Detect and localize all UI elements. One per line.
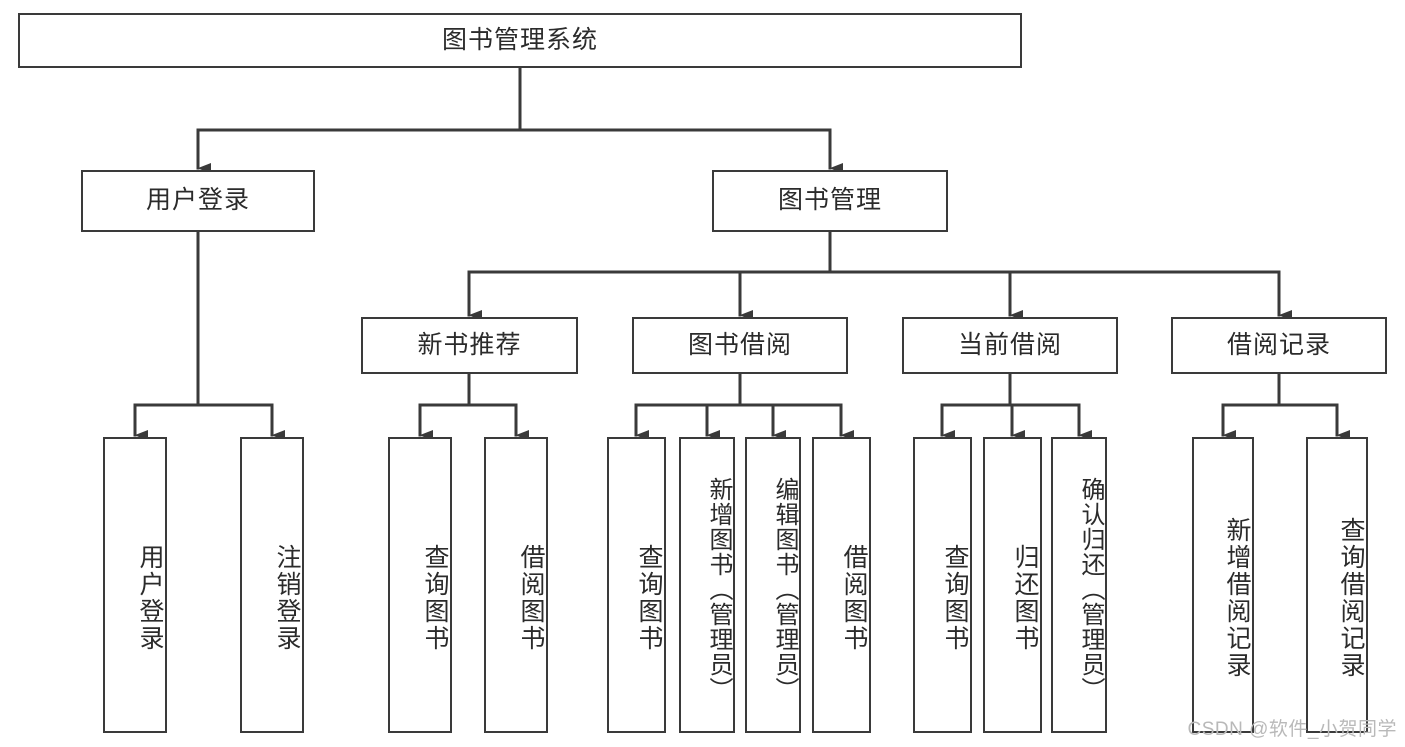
node-label: 新书推荐 (417, 330, 522, 359)
leaf-borrow-book[interactable]: 借阅图书 (812, 437, 871, 733)
node-book-borrow[interactable]: 图书借阅 (632, 317, 848, 374)
leaf-query-book-borrow[interactable]: 查询图书 (607, 437, 666, 733)
leaf-query-book-recommend[interactable]: 查询图书 (388, 437, 452, 733)
node-label: 借阅记录 (1226, 330, 1331, 359)
node-label: 借阅图书 (840, 544, 868, 652)
node-book-management[interactable]: 图书管理 (712, 170, 948, 232)
csdn-watermark: CSDN @软件_小贺同学 (1187, 719, 1397, 740)
node-label: 归还图书 (1011, 544, 1039, 652)
node-label: 注销登录 (273, 544, 301, 652)
leaf-add-book-admin[interactable]: 新增图书（管理员） (679, 437, 735, 733)
node-label: 查询借阅记录 (1337, 517, 1365, 679)
leaf-user-logout[interactable]: 注销登录 (240, 437, 304, 733)
node-user-login[interactable]: 用户登录 (81, 170, 315, 232)
node-root[interactable]: 图书管理系统 (18, 13, 1022, 68)
leaf-borrow-book-recommend[interactable]: 借阅图书 (484, 437, 548, 733)
node-current-borrow[interactable]: 当前借阅 (902, 317, 1118, 374)
node-borrow-record[interactable]: 借阅记录 (1171, 317, 1387, 374)
node-label: 新增图书（管理员） (705, 476, 732, 702)
leaf-query-book-current[interactable]: 查询图书 (913, 437, 972, 733)
node-label: 图书管理系统 (441, 25, 598, 54)
node-label: 当前借阅 (957, 330, 1062, 359)
node-label: 图书管理 (777, 186, 882, 215)
node-label: 确认归还（管理员） (1077, 476, 1104, 702)
node-label: 用户登录 (136, 544, 164, 652)
node-new-book-recommend[interactable]: 新书推荐 (361, 317, 578, 374)
leaf-edit-book-admin[interactable]: 编辑图书（管理员） (745, 437, 801, 733)
node-label: 查询图书 (421, 544, 449, 652)
leaf-user-login[interactable]: 用户登录 (103, 437, 167, 733)
node-label: 借阅图书 (517, 544, 545, 652)
leaf-confirm-return-admin[interactable]: 确认归还（管理员） (1051, 437, 1107, 733)
node-label: 查询图书 (941, 544, 969, 652)
node-label: 图书借阅 (687, 330, 792, 359)
leaf-add-borrow-record[interactable]: 新增借阅记录 (1192, 437, 1254, 733)
node-label: 新增借阅记录 (1223, 517, 1251, 679)
leaf-query-borrow-record[interactable]: 查询借阅记录 (1306, 437, 1368, 733)
node-label: 查询图书 (635, 544, 663, 652)
node-label: 编辑图书（管理员） (771, 476, 798, 702)
node-label: 用户登录 (145, 186, 250, 215)
leaf-return-book[interactable]: 归还图书 (983, 437, 1042, 733)
